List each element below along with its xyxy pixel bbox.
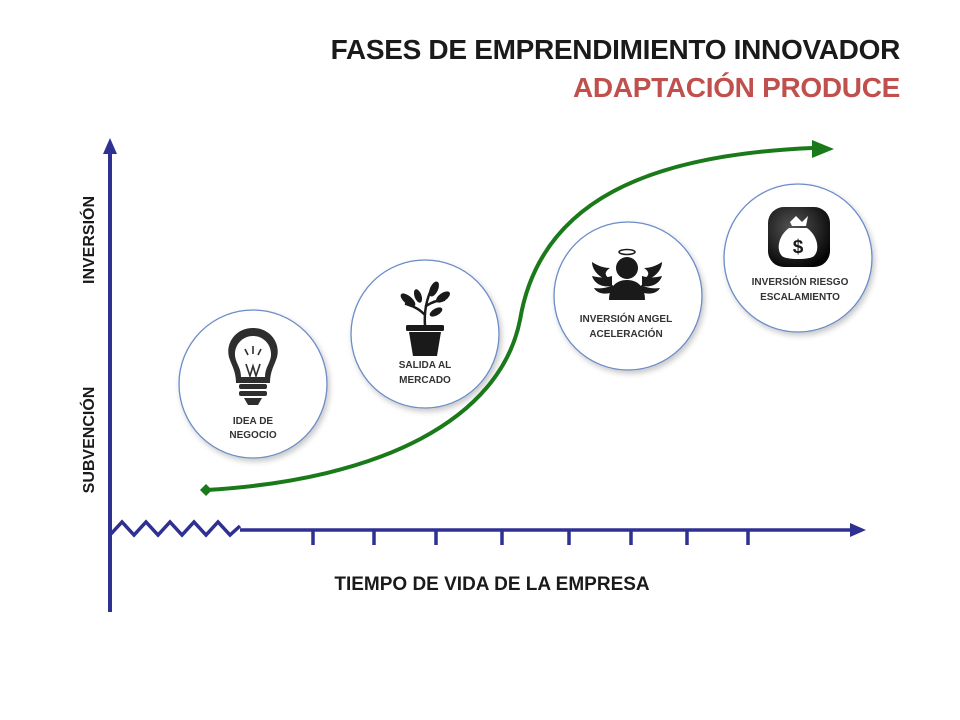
stage-inversion-angel: INVERSIÓN ANGEL ACELERACIÓN	[553, 221, 703, 371]
curve-arrowhead	[812, 140, 834, 158]
y-axis-label-inversion: INVERSIÓN	[79, 196, 98, 284]
y-axis-arrowhead	[103, 138, 117, 154]
diagram-subtitle: ADAPTACIÓN PRODUCE	[573, 72, 900, 103]
stage-label-line1: INVERSIÓN RIESGO	[752, 275, 849, 288]
x-axis-ticks	[311, 530, 750, 545]
dollar-sign-icon: $	[793, 237, 804, 258]
growth-curve	[200, 140, 834, 496]
halo-icon	[618, 248, 636, 256]
x-axis	[108, 519, 866, 545]
diagram-title: FASES DE EMPRENDIMIENTO INNOVADOR	[330, 34, 901, 65]
plant-pot-icon	[400, 281, 450, 356]
angel-investor-icon	[592, 248, 662, 300]
stage-label-line1: INVERSIÓN ANGEL	[580, 312, 672, 325]
y-axis-label-subvencion: SUBVENCIÓN	[79, 387, 98, 494]
curve-start-diamond	[200, 484, 212, 496]
x-axis-arrowhead	[850, 523, 866, 537]
money-bag-icon: $	[768, 207, 830, 267]
axis-break-zigzag	[108, 519, 242, 538]
stage-salida-al-mercado: SALIDA AL MERCADO	[350, 259, 500, 409]
x-axis-label: TIEMPO DE VIDA DE LA EMPRESA	[334, 574, 650, 595]
lightbulb-icon	[228, 328, 278, 405]
stage-label-line1: SALIDA AL	[399, 360, 452, 371]
y-axis	[103, 138, 117, 612]
stage-label-line2: NEGOCIO	[229, 430, 276, 441]
stage-label-line2: ACELERACIÓN	[589, 327, 662, 340]
stage-label-line2: ESCALAMIENTO	[760, 292, 840, 303]
stage-idea-de-negocio: IDEA DE NEGOCIO	[178, 309, 328, 459]
stage-label-line2: MERCADO	[399, 375, 451, 386]
stage-label-line1: IDEA DE	[233, 416, 274, 427]
stage-inversion-riesgo: $ INVERSIÓN RIESGO ESCALAMIENTO	[723, 183, 873, 333]
